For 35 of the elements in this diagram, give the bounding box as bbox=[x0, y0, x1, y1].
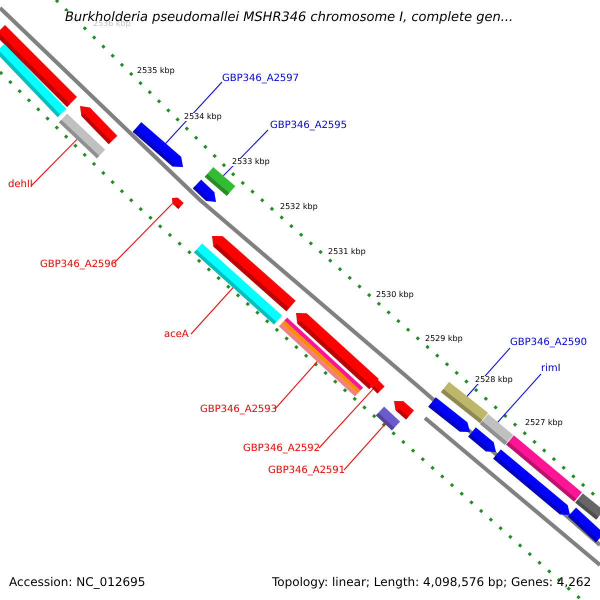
gene-segment bbox=[204, 167, 236, 196]
leader-line bbox=[114, 203, 173, 264]
scale-label: 2529 kbp bbox=[425, 335, 463, 343]
scale-label: 2532 kbp bbox=[280, 203, 318, 211]
scale-label: 2531 kbp bbox=[328, 248, 366, 256]
gene-label: dehII bbox=[8, 180, 33, 190]
gene-segment bbox=[132, 122, 183, 167]
leader-line bbox=[344, 424, 386, 470]
leader-line bbox=[190, 287, 234, 334]
scale-label: 2535 kbp bbox=[137, 67, 175, 75]
gene-segment bbox=[480, 414, 514, 445]
gene-segment bbox=[370, 379, 385, 394]
leader-line bbox=[274, 361, 318, 410]
summary-text: Topology: linear; Length: 4,098,576 bp; Genes: 4,262 bbox=[272, 576, 592, 588]
gene-segment bbox=[58, 114, 106, 158]
gene-label: aceA bbox=[164, 330, 189, 340]
gene-label: GBP346_A2591 bbox=[268, 466, 346, 476]
leader-line bbox=[165, 82, 222, 144]
gene-label: rimI bbox=[541, 364, 561, 374]
leader-line bbox=[497, 374, 542, 423]
gene-label: GBP346_A2590 bbox=[510, 338, 588, 348]
leader-line bbox=[30, 138, 78, 186]
gene-segment bbox=[278, 318, 364, 396]
gene-segment bbox=[172, 198, 184, 209]
gene-segment bbox=[376, 406, 400, 430]
gene-label: GBP346_A2592 bbox=[243, 444, 320, 454]
gene-label: GBP346_A2597 bbox=[222, 74, 300, 84]
gene-label: GBP346_A2593 bbox=[200, 405, 278, 415]
accession-text: Accession: NC_012695 bbox=[9, 576, 146, 588]
gene-label: GBP346_A2596 bbox=[40, 260, 118, 270]
gene-segment bbox=[194, 244, 282, 324]
gene-label: GBP346_A2595 bbox=[270, 121, 348, 131]
gene-segment bbox=[440, 382, 488, 424]
leader-line bbox=[318, 388, 374, 448]
scale-label: 2528 kbp bbox=[475, 376, 513, 384]
